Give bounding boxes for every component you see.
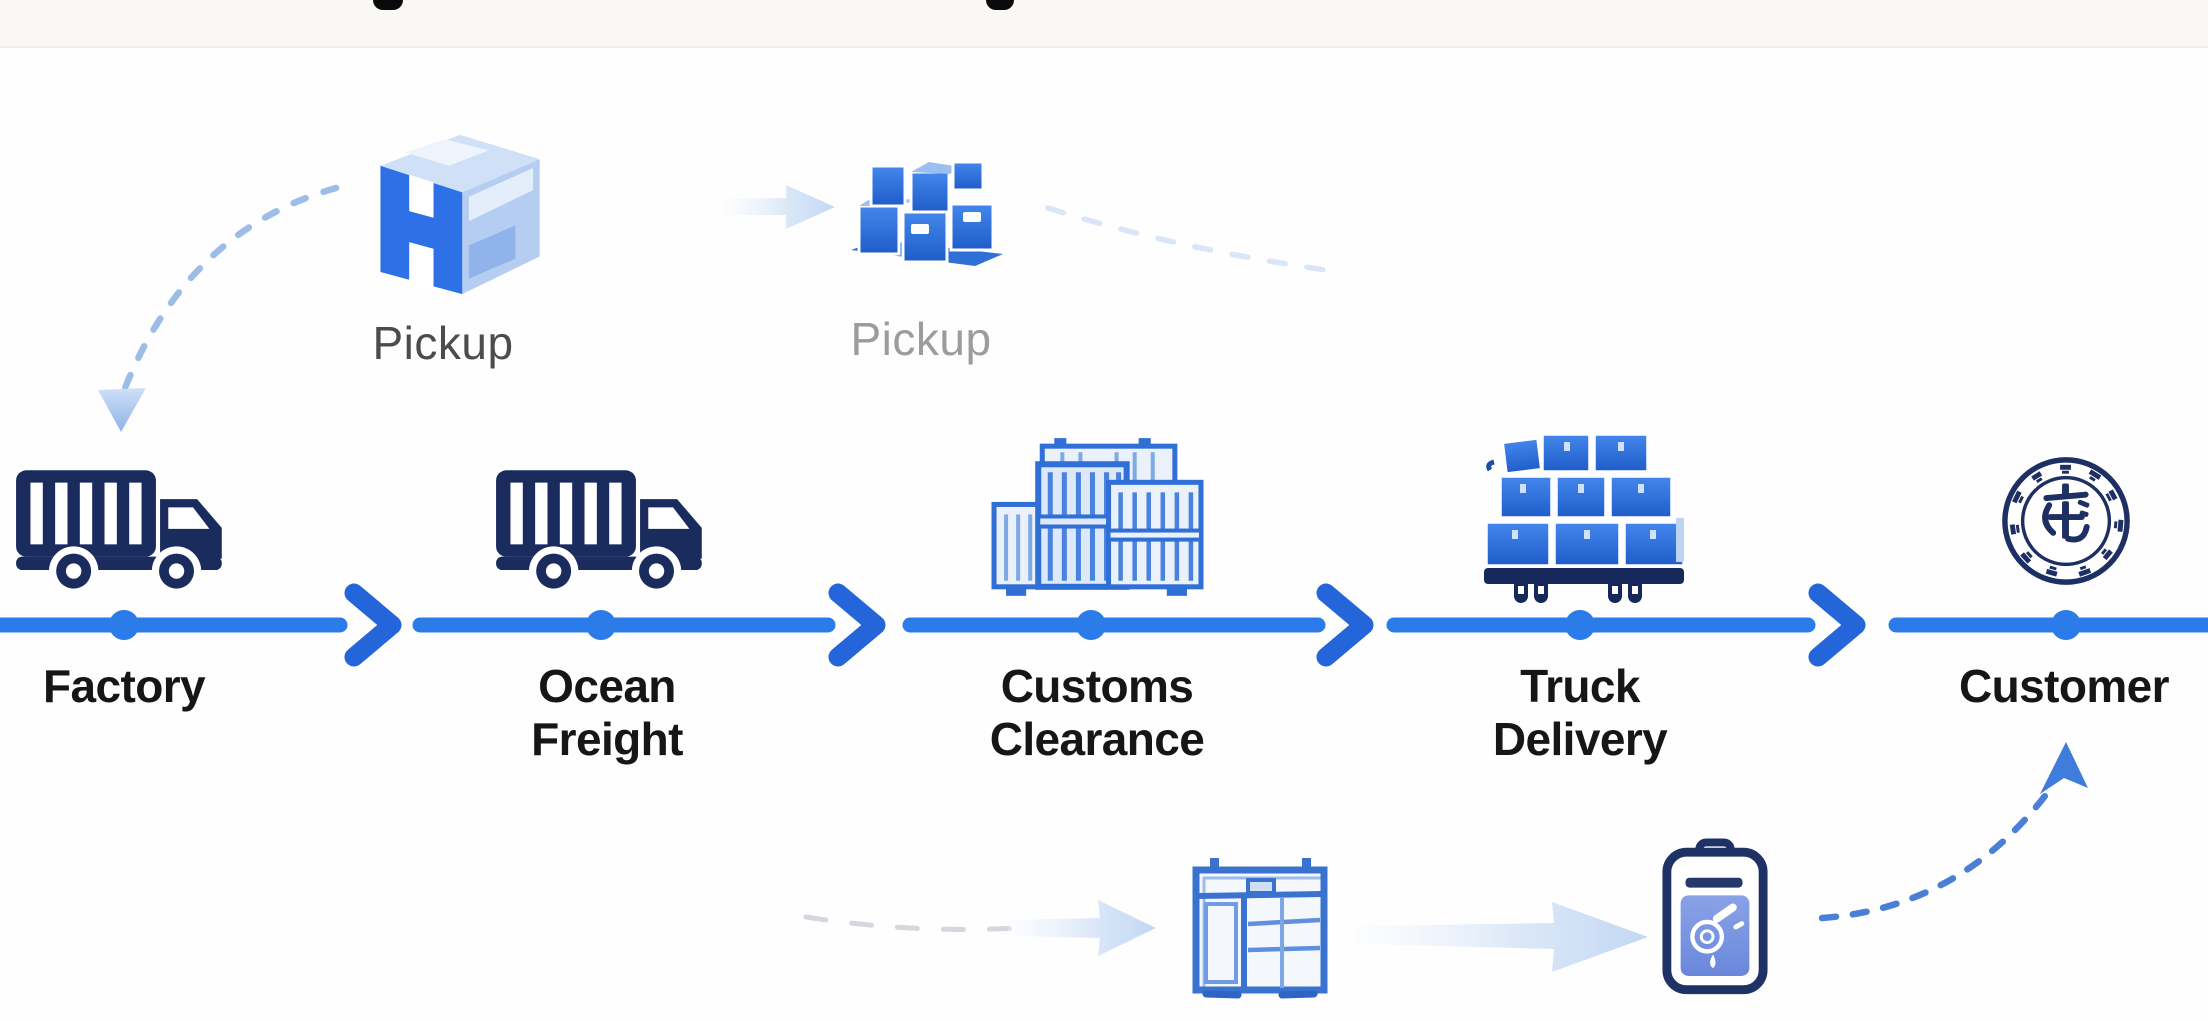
parcel-box-icon — [338, 126, 560, 314]
customs-warehouse-icon — [990, 438, 1206, 599]
company-seal-icon — [1997, 452, 2135, 590]
title-descender-mark — [986, 0, 1014, 10]
stage-label-ocean-freight: Ocean Freight — [531, 660, 683, 766]
box-stack-pallet-icon — [845, 154, 1009, 280]
timeline — [0, 583, 2208, 667]
inspection-clipboard-icon — [1660, 838, 1770, 998]
soft-arrow-icon — [724, 185, 835, 229]
cargo-truck-icon — [494, 464, 710, 600]
stage-label-customs-clearance: Customs Clearance — [989, 660, 1205, 766]
title-descender-mark — [373, 0, 403, 10]
faint-dashed-trail — [803, 914, 1037, 932]
top-strip — [0, 0, 2208, 46]
cargo-truck-icon — [14, 464, 230, 600]
loaded-trailer-icon — [1480, 430, 1692, 603]
stage-label-truck-delivery: Truck Delivery — [1492, 660, 1668, 766]
top-divider-line — [0, 46, 2208, 48]
timeline-arrowhead-icon — [344, 583, 1866, 667]
dotted-arc-to-customer — [1818, 742, 2088, 922]
container-crate-icon — [1186, 856, 1336, 1006]
soft-arrow-icon — [1008, 900, 1156, 956]
dotted-arc-pickup-to-factory — [98, 184, 340, 432]
soft-arrow-icon — [1356, 902, 1648, 972]
timeline-node — [109, 610, 2081, 640]
stage-label-factory: Factory — [43, 660, 206, 712]
faint-dashed-trail — [1045, 205, 1343, 275]
stage-label-customer: Customer — [1959, 660, 2170, 712]
pickup-label: Pickup — [372, 317, 514, 369]
pickup-label: Pickup — [850, 313, 992, 365]
